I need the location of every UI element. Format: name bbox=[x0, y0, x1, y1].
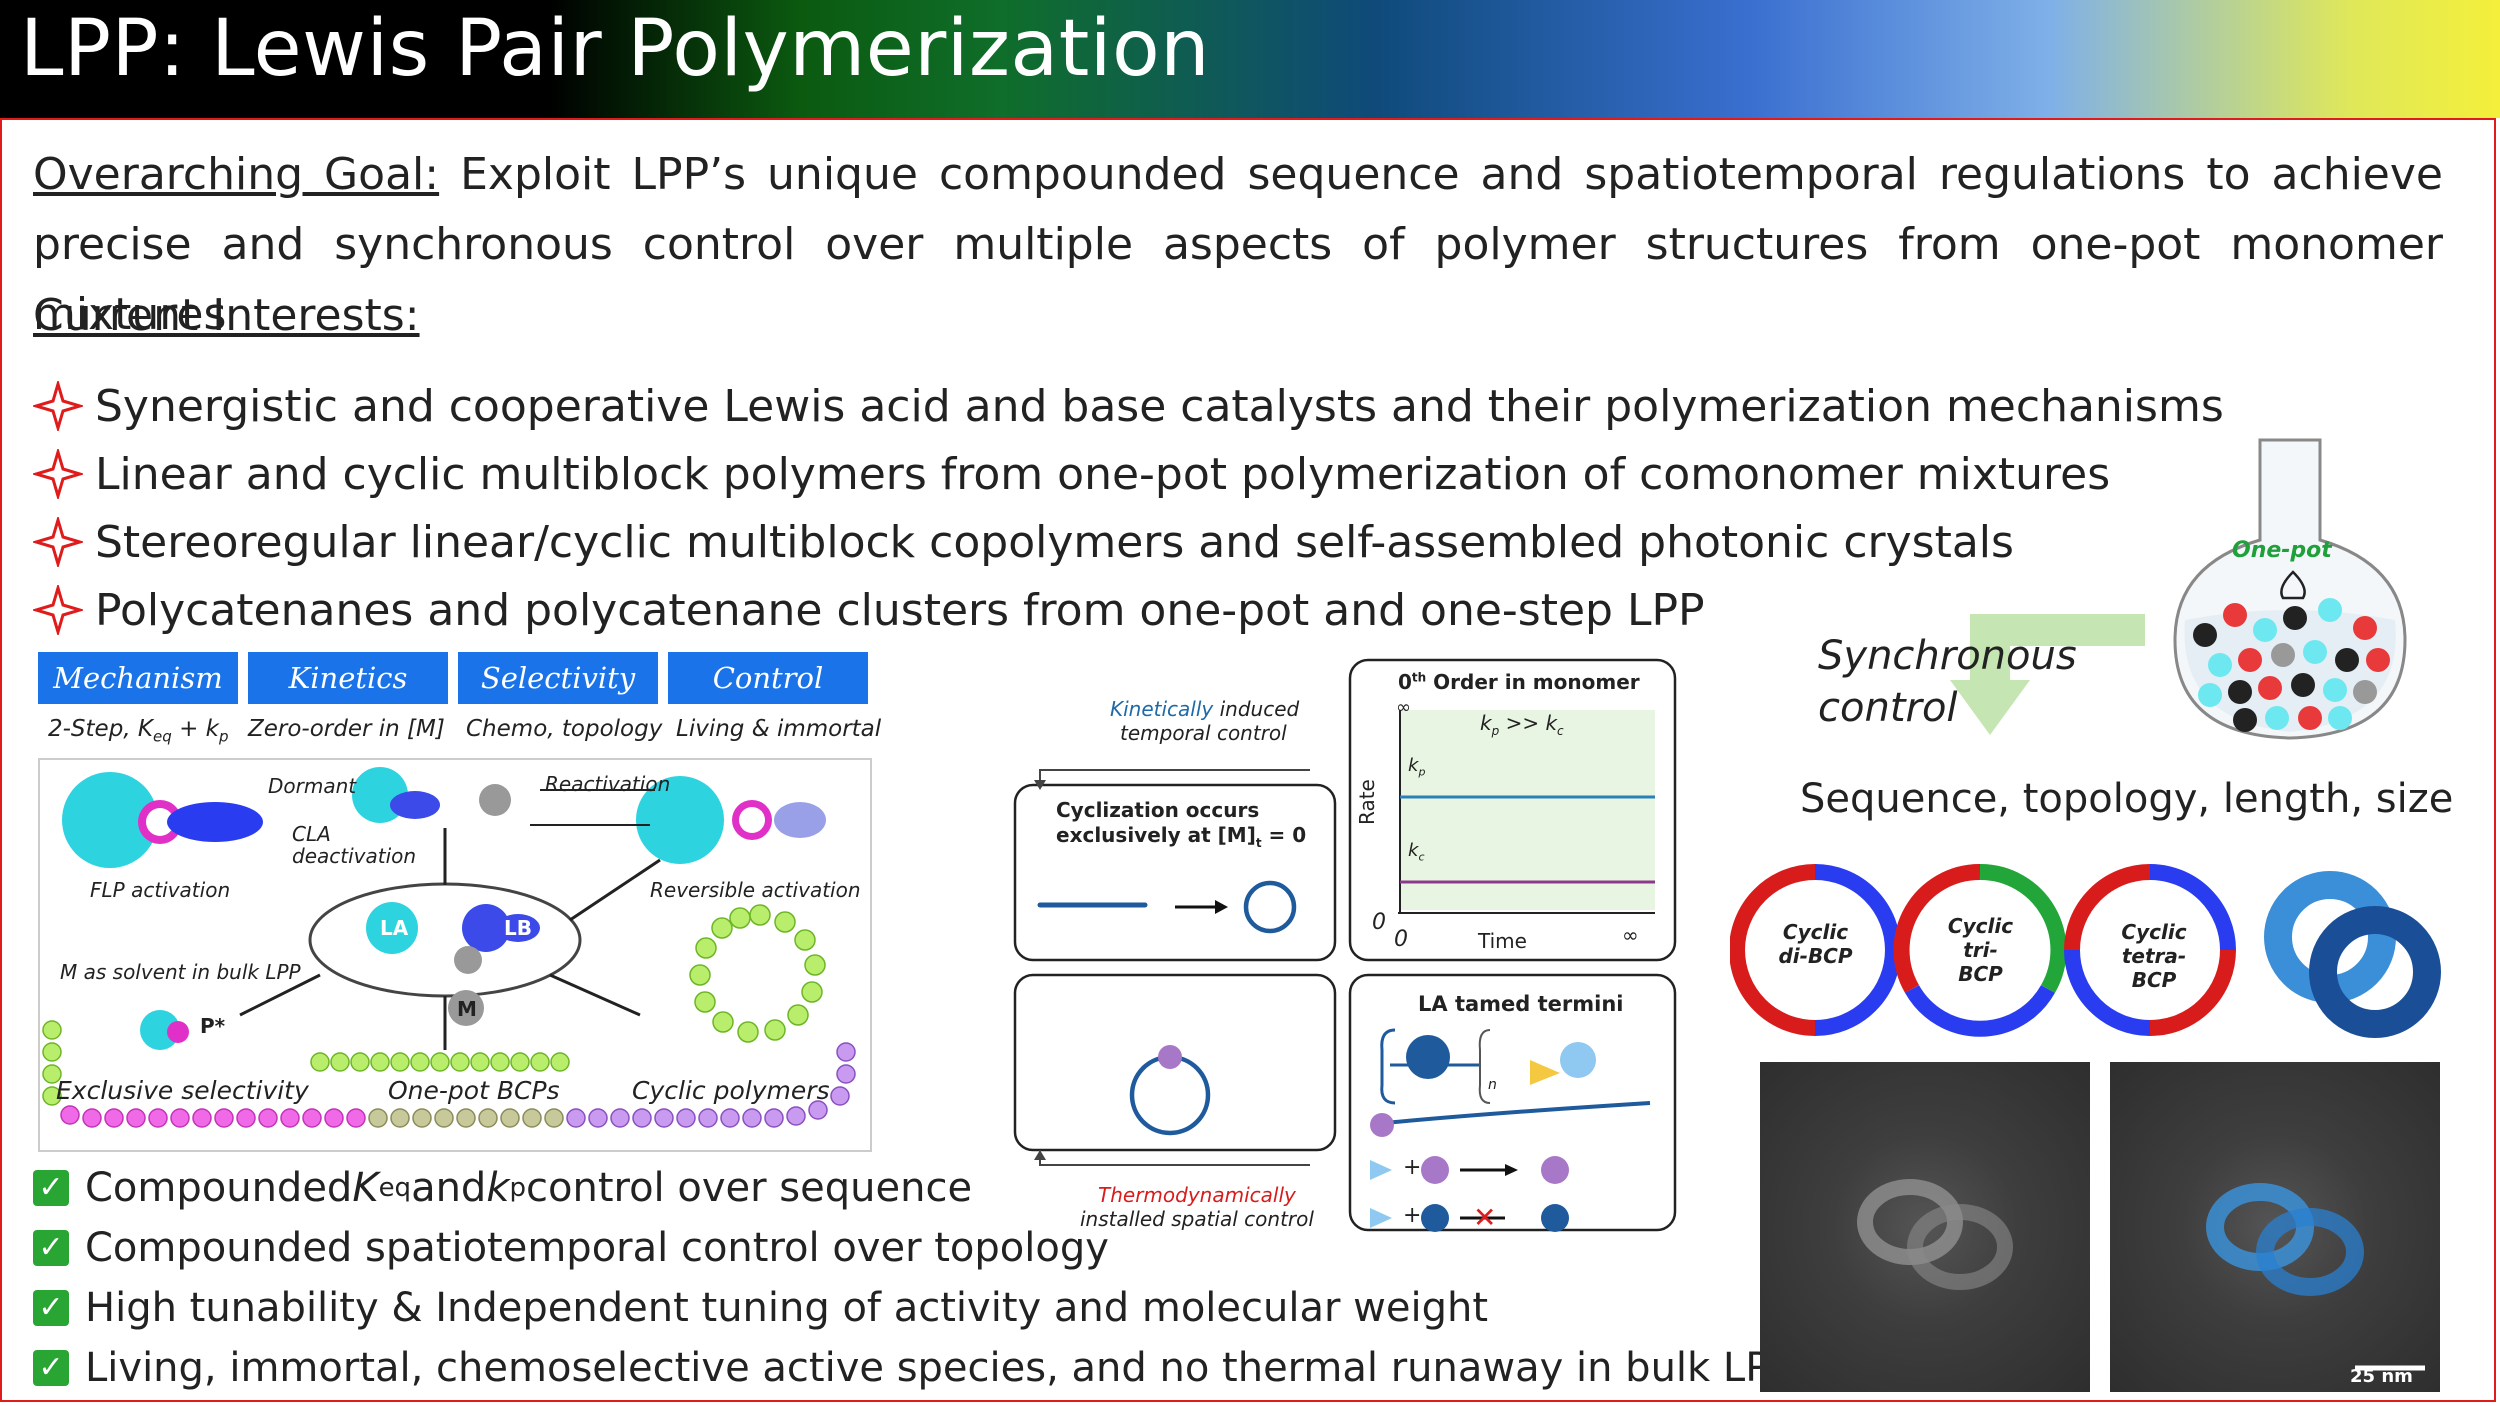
check-icon: ✓ bbox=[33, 1290, 69, 1326]
label-deactivation: deactivation bbox=[292, 844, 417, 868]
zero-y: 0 bbox=[1372, 910, 1386, 935]
goal-text: Exploit LPP’s unique compounded sequence… bbox=[33, 149, 2443, 340]
tem-image-overlay bbox=[2110, 1062, 2440, 1392]
flask-label: One-pot bbox=[2232, 538, 2332, 563]
label-onepot-bcps: One-pot BCPs bbox=[388, 1076, 560, 1105]
check-icon: ✓ bbox=[33, 1230, 69, 1266]
interests-list: Synergistic and cooperative Lewis acid a… bbox=[33, 372, 2224, 644]
mechanism-graphic bbox=[42, 767, 856, 1128]
one-pot-flask-icon bbox=[2173, 438, 2407, 740]
check-text: High tunability & Independent tuning of … bbox=[85, 1285, 1489, 1331]
mechanism-diagram: Dormant Reactivation CLA deactivation FL… bbox=[38, 758, 872, 1152]
kp-label: kp bbox=[1408, 755, 1426, 779]
kinetic-note-2: temporal control bbox=[1120, 721, 1287, 745]
label-cla: CLA bbox=[292, 822, 331, 846]
inf-y: ∞ bbox=[1396, 697, 1411, 718]
interest-text: Stereoregular linear/cyclic multiblock c… bbox=[95, 516, 2014, 568]
n-label: n bbox=[1488, 1077, 1497, 1093]
label-p-star: P* bbox=[200, 1014, 226, 1038]
label-cyclic-polymers: Cyclic polymers bbox=[632, 1076, 830, 1105]
synchronous-arrow-icon bbox=[1950, 614, 2145, 735]
list-item: ✓ Compounded spatiotemporal control over… bbox=[33, 1218, 1793, 1278]
check-icon: ✓ bbox=[33, 1350, 69, 1386]
list-item: ✓ Living, immortal, chemoselective activ… bbox=[33, 1338, 1793, 1398]
interest-text: Synergistic and cooperative Lewis acid a… bbox=[95, 380, 2224, 432]
tab-kinetics: Kinetics bbox=[248, 652, 448, 704]
goal-paragraph: Overarching Goal: Exploit LPP’s unique c… bbox=[33, 140, 2443, 350]
thermo-note: Thermodynamically bbox=[1098, 1183, 1296, 1207]
cycle-diagram: ✕ Kinetically induced temporal control C… bbox=[1010, 655, 1680, 1235]
star-bullet-icon bbox=[33, 449, 83, 499]
content-frame bbox=[0, 118, 2496, 1402]
check-icon: ✓ bbox=[33, 1170, 69, 1206]
list-item: ✓ High tunability & Independent tuning o… bbox=[33, 1278, 1793, 1338]
label-flp: FLP activation bbox=[90, 878, 231, 902]
check-text: Living, immortal, chemoselective active … bbox=[85, 1345, 1794, 1391]
kp-kc: kp >> kc bbox=[1480, 711, 1564, 738]
star-bullet-icon bbox=[33, 517, 83, 567]
list-item: Stereoregular linear/cyclic multiblock c… bbox=[33, 508, 2224, 576]
la-tamed: LA tamed termini bbox=[1418, 992, 1624, 1016]
tab-mechanism: Mechanism bbox=[38, 652, 238, 704]
list-item: Linear and cyclic multiblock polymers fr… bbox=[33, 440, 2224, 508]
tab-control: Control bbox=[668, 652, 868, 704]
sequence-caption: Sequence, topology, length, size bbox=[1800, 776, 2454, 822]
label-reversible: Reversible activation bbox=[650, 878, 861, 902]
desc-kinetics: Zero-order in [M] bbox=[248, 716, 445, 742]
label-m: M bbox=[457, 997, 477, 1021]
list-item: Synergistic and cooperative Lewis acid a… bbox=[33, 372, 2224, 440]
scale-bar-label: 25 nm bbox=[2350, 1366, 2413, 1387]
desc-selectivity: Chemo, topology bbox=[466, 716, 663, 742]
label-solvent: M as solvent in bulk LPP bbox=[60, 960, 301, 984]
label-lb: LB bbox=[504, 916, 532, 940]
interest-text: Linear and cyclic multiblock polymers fr… bbox=[95, 448, 2111, 500]
check-text: Compounded spatiotemporal control over t… bbox=[85, 1225, 1109, 1271]
label-exclusive: Exclusive selectivity bbox=[56, 1076, 309, 1105]
zero-x: 0 bbox=[1394, 927, 1408, 952]
svg-text:✕: ✕ bbox=[1473, 1201, 1496, 1234]
label-dormant: Dormant bbox=[268, 774, 357, 798]
tab-selectivity: Selectivity bbox=[458, 652, 658, 704]
interests-title: Current Interests: bbox=[33, 290, 420, 341]
mechanism-tabs: Mechanism Kinetics Selectivity Control bbox=[38, 652, 868, 704]
rate-label: Rate bbox=[1355, 779, 1379, 825]
interest-text: Polycatenanes and polycatenane clusters … bbox=[95, 584, 1705, 636]
cyclic-bcp-rings bbox=[1730, 863, 2441, 1038]
kc-label: kc bbox=[1408, 840, 1425, 864]
thermo-note-2: installed spatial control bbox=[1080, 1207, 1314, 1231]
inf-x: ∞ bbox=[1622, 923, 1639, 947]
label-reactivation: Reactivation bbox=[545, 772, 671, 796]
cycle-graphic: ✕ bbox=[1013, 658, 1677, 1234]
goal-label: Overarching Goal: bbox=[33, 149, 440, 200]
order-title: 0th Order in monomer bbox=[1398, 670, 1640, 694]
desc-control: Living & immortal bbox=[676, 716, 882, 742]
kinetic-note: Kinetically induced bbox=[1110, 697, 1300, 721]
list-item: Polycatenanes and polycatenane clusters … bbox=[33, 576, 2224, 644]
star-bullet-icon bbox=[33, 585, 83, 635]
plus-2: + bbox=[1403, 1203, 1422, 1228]
time-label: Time bbox=[1478, 929, 1527, 953]
page-title: LPP: Lewis Pair Polymerization bbox=[20, 4, 1211, 94]
star-bullet-icon bbox=[33, 381, 83, 431]
cyclization-line2: exclusively at [M]t = 0 bbox=[1056, 823, 1307, 850]
synchronous-control: Synchronous control bbox=[1818, 633, 2077, 731]
tem-image-raw bbox=[1760, 1062, 2090, 1392]
label-la: LA bbox=[380, 916, 409, 940]
cyclization-line1: Cyclization occurs bbox=[1056, 798, 1260, 822]
title-bar: LPP: Lewis Pair Polymerization bbox=[0, 0, 2500, 118]
desc-mechanism: 2-Step, Keq + kp bbox=[48, 716, 229, 746]
plus-1: + bbox=[1403, 1155, 1422, 1180]
